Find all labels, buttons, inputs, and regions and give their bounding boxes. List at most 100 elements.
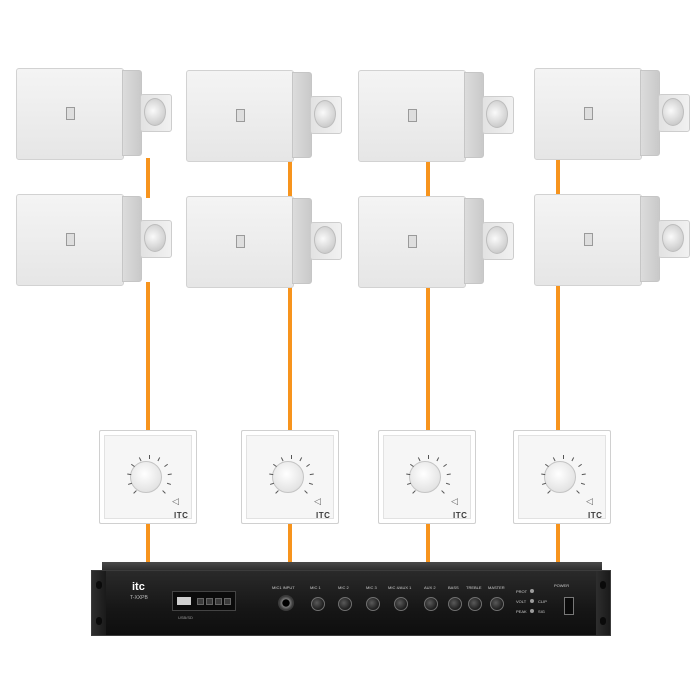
cable-2: [288, 160, 292, 200]
dial-tick: [406, 473, 411, 476]
dial-tick: [299, 457, 303, 462]
brand-logo-icon: [236, 235, 245, 248]
brand-logo-icon: [66, 233, 75, 246]
cable-3c: [426, 524, 430, 568]
volume-dial[interactable]: [409, 461, 441, 493]
aux2-knob[interactable]: [424, 597, 438, 611]
cable-4c: [556, 524, 560, 568]
dial-tick: [291, 455, 292, 459]
cable-3b: [426, 284, 430, 430]
dial-tick: [441, 490, 445, 494]
input-label: MIC1 INPUT: [272, 585, 295, 590]
channel-label: MIC 2: [338, 585, 349, 590]
mic1-knob[interactable]: [311, 597, 325, 611]
cable-4: [556, 158, 560, 198]
rack-ear-left: [92, 571, 106, 635]
speaker: [534, 68, 694, 160]
treble-knob[interactable]: [468, 597, 482, 611]
dial-tick: [127, 473, 132, 476]
dial-tick: [269, 473, 274, 476]
status-label: CLIP: [538, 599, 547, 604]
controller-logo: ITC: [588, 511, 603, 520]
power-switch[interactable]: [564, 597, 574, 615]
mic2-knob[interactable]: [338, 597, 352, 611]
dial-tick: [436, 457, 440, 462]
status-led: [530, 609, 534, 613]
dial-tick: [576, 490, 580, 494]
mic4-aux1-knob[interactable]: [394, 597, 408, 611]
speaker-icon: ◁: [314, 497, 321, 507]
player-button[interactable]: [215, 598, 222, 605]
dial-tick: [412, 490, 416, 494]
mic3-knob[interactable]: [366, 597, 380, 611]
dial-tick: [578, 463, 582, 468]
volume-controller: ◁ ITC: [241, 430, 339, 524]
player-button[interactable]: [224, 598, 231, 605]
dial-tick: [446, 473, 451, 476]
speaker: [16, 68, 176, 160]
cable-3: [426, 160, 430, 200]
volume-dial[interactable]: [272, 461, 304, 493]
status-led: [530, 589, 534, 593]
cable-1: [146, 158, 150, 198]
speaker: [358, 196, 518, 288]
status-label: PEAK: [516, 609, 527, 614]
volume-controller: ◁ ITC: [378, 430, 476, 524]
dial-tick: [157, 457, 161, 462]
dial-tick: [308, 482, 314, 485]
speaker: [186, 196, 346, 288]
dial-tick: [417, 457, 421, 462]
cable-4b: [556, 282, 560, 430]
volume-controller: ◁ ITC: [99, 430, 197, 524]
dial-tick: [275, 490, 279, 494]
amplifier-model: T-XXPB: [130, 595, 148, 601]
dial-tick: [138, 457, 142, 462]
speaker-icon: ◁: [451, 497, 458, 507]
dial-tick: [167, 473, 172, 476]
brand-logo-icon: [584, 107, 593, 120]
status-led: [530, 599, 534, 603]
dial-tick: [164, 463, 168, 468]
speaker: [16, 194, 176, 286]
cable-1c: [146, 524, 150, 568]
volume-dial[interactable]: [544, 461, 576, 493]
channel-label: MIC 1: [310, 585, 321, 590]
usb-player-panel: [172, 591, 236, 611]
rack-ear-right: [596, 571, 610, 635]
mic-input-jack[interactable]: [278, 595, 294, 611]
dial-tick: [445, 482, 451, 485]
cable-2b: [288, 284, 292, 430]
channel-label: TREBLE: [466, 585, 482, 590]
status-label: SIG: [538, 609, 545, 614]
brand-logo-icon: [408, 235, 417, 248]
speaker: [358, 70, 518, 162]
cable-2c: [288, 524, 292, 568]
master-knob[interactable]: [490, 597, 504, 611]
controller-logo: ITC: [174, 511, 189, 520]
dial-tick: [563, 455, 564, 459]
dial-tick: [162, 490, 166, 494]
status-label: VOLT: [516, 599, 527, 604]
speaker-icon: ◁: [586, 497, 593, 507]
dial-tick: [547, 490, 551, 494]
power-label: POWER: [554, 583, 570, 588]
mixer-amplifier: itc T-XXPB USB/SD MIC1 INPUT MIC 1 MIC 2…: [91, 570, 611, 636]
dial-tick: [280, 457, 284, 462]
dial-tick: [571, 457, 575, 462]
dial-tick: [428, 455, 429, 459]
brand-logo-icon: [236, 109, 245, 122]
channel-label: MIC 3: [366, 585, 377, 590]
volume-controller: ◁ ITC: [513, 430, 611, 524]
dial-tick: [443, 463, 447, 468]
dial-tick: [581, 473, 586, 476]
player-button[interactable]: [197, 598, 204, 605]
volume-dial[interactable]: [130, 461, 162, 493]
controller-logo: ITC: [453, 511, 468, 520]
dial-tick: [304, 490, 308, 494]
player-button[interactable]: [206, 598, 213, 605]
bass-knob[interactable]: [448, 597, 462, 611]
brand-logo-icon: [66, 107, 75, 120]
usb-port[interactable]: [177, 597, 191, 605]
dial-tick: [552, 457, 556, 462]
